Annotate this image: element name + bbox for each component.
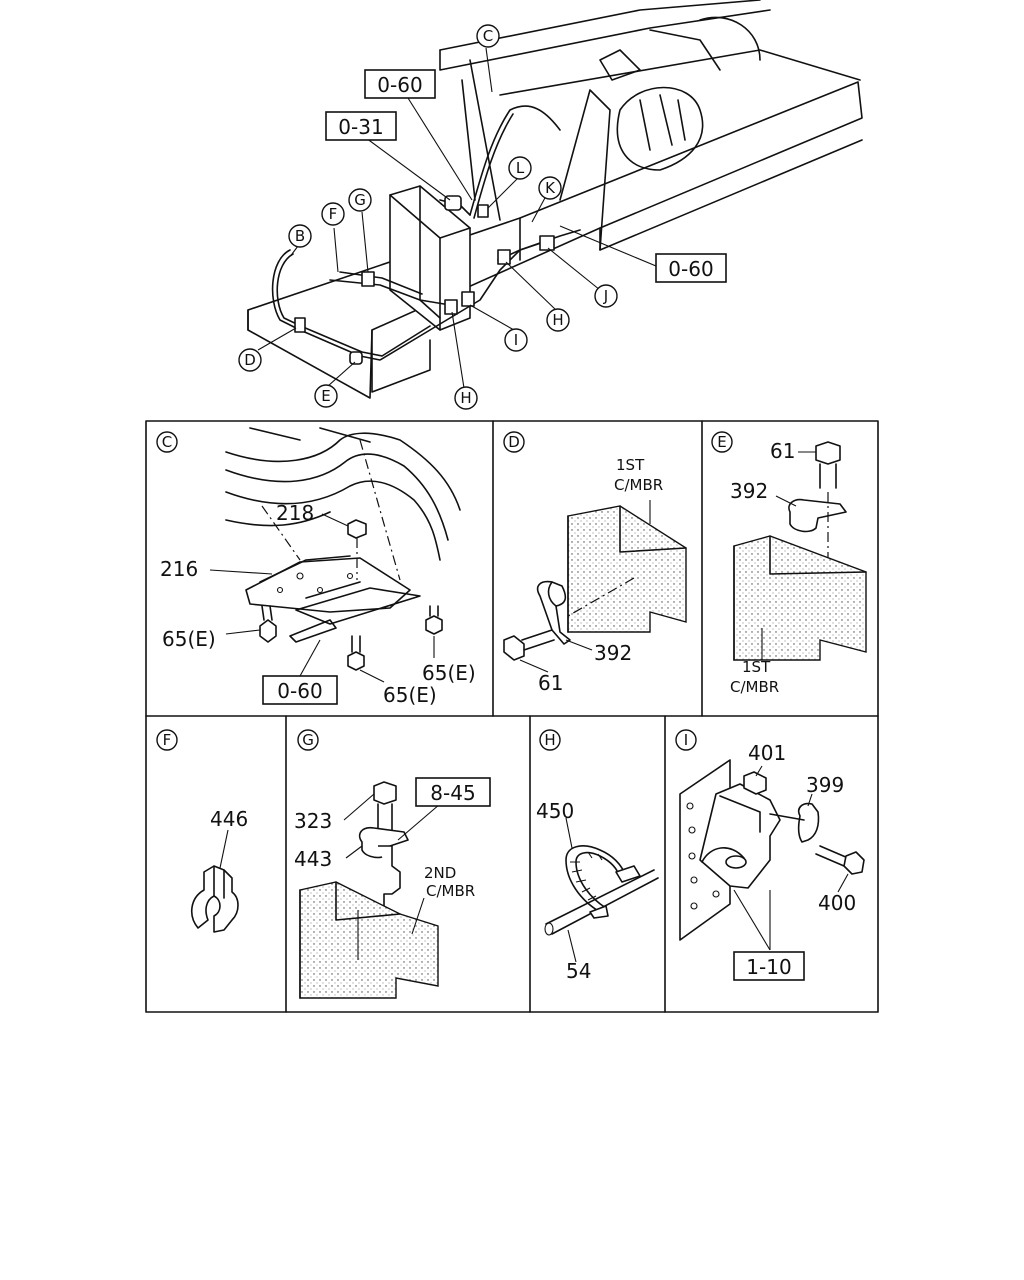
callout-e: E [314, 384, 338, 408]
svg-text:K: K [545, 179, 556, 197]
part-54-label: 54 [566, 959, 591, 983]
svg-text:0-60: 0-60 [668, 257, 713, 281]
svg-text:0-60: 0-60 [377, 73, 422, 97]
member-1st-label: 1ST [616, 456, 645, 474]
ref-box-0-60-right: 0-60 [655, 253, 727, 283]
svg-text:G: G [354, 191, 366, 209]
part-392-label: 392 [730, 479, 768, 503]
part-61-label: 61 [770, 439, 795, 463]
callout-d: D [238, 348, 262, 372]
detail-panel-e: E 61 392 1ST C/MBR [711, 431, 867, 696]
part-400-label: 400 [818, 891, 856, 915]
member-cmbr-label: C/MBR [426, 882, 475, 900]
part-323-label: 323 [294, 809, 332, 833]
part-218-label: 218 [276, 501, 314, 525]
svg-text:H: H [460, 389, 471, 407]
ref-box-0-60-top: 0-60 [364, 69, 436, 99]
svg-text:F: F [329, 205, 338, 223]
panel-e-tag: E [711, 431, 733, 453]
part-216-label: 216 [160, 557, 198, 581]
detail-panel-c: C 218 2 [156, 427, 476, 707]
member-1st-label: 1ST [742, 658, 771, 676]
callout-g: G [348, 188, 372, 212]
callout-c: C [476, 24, 500, 48]
callout-k: K [538, 176, 562, 200]
member-2nd-label: 2ND [424, 864, 456, 882]
panel-h-tag: H [539, 729, 561, 751]
part-450-label: 450 [536, 799, 574, 823]
part-401-label: 401 [748, 741, 786, 765]
panel-c-ref-box: 0-60 [262, 675, 338, 705]
detail-panel-f: F 446 [156, 729, 248, 933]
overview-leaders [257, 47, 657, 389]
svg-text:I: I [514, 331, 518, 349]
svg-text:D: D [508, 433, 520, 451]
callout-f: F [321, 202, 345, 226]
svg-text:B: B [295, 227, 305, 245]
svg-text:C: C [483, 27, 493, 45]
callout-j: J [594, 284, 618, 308]
panel-d-tag: D [503, 431, 525, 453]
panel-g-ref-box: 8-45 [415, 777, 491, 807]
svg-text:C: C [162, 433, 172, 451]
svg-text:H: H [544, 731, 555, 749]
svg-text:H: H [552, 311, 563, 329]
part-392-label: 392 [594, 641, 632, 665]
part-399-label: 399 [806, 773, 844, 797]
svg-text:J: J [603, 287, 608, 305]
part-65e-right-label: 65(E) [422, 661, 476, 685]
svg-text:F: F [163, 731, 172, 749]
part-65e-left-label: 65(E) [162, 627, 216, 651]
callout-h-right: H [546, 308, 570, 332]
callout-i: I [504, 328, 528, 352]
svg-text:L: L [516, 159, 525, 177]
detail-panel-d: D 1ST C/MBR 392 61 [503, 431, 687, 695]
part-65e-bottom-label: 65(E) [383, 683, 437, 707]
part-61-label: 61 [538, 671, 563, 695]
member-cmbr-label: C/MBR [614, 476, 663, 494]
air-tank-box [389, 185, 471, 331]
panel-i-tag: I [675, 729, 697, 751]
member-cmbr-label: C/MBR [730, 678, 779, 696]
panel-c-tag: C [156, 431, 178, 453]
transmission-assembly [599, 16, 761, 171]
pipe-clamps [294, 195, 555, 365]
svg-text:E: E [717, 433, 726, 451]
svg-text:E: E [321, 387, 330, 405]
part-446-label: 446 [210, 807, 248, 831]
part-443-label: 443 [294, 847, 332, 871]
svg-text:G: G [302, 731, 314, 749]
svg-text:D: D [244, 351, 256, 369]
svg-text:0-60: 0-60 [277, 679, 322, 703]
chassis-frame [247, 0, 863, 399]
callout-h-left: H [454, 386, 478, 410]
panel-i-ref-box: 1-10 [733, 951, 805, 981]
svg-text:8-45: 8-45 [430, 781, 475, 805]
detail-panel-i: I 401 399 400 1-10 [675, 729, 865, 981]
svg-text:0-31: 0-31 [338, 115, 383, 139]
panel-g-tag: G [297, 729, 319, 751]
detail-panel-grid [145, 420, 879, 1013]
callout-b: B [288, 224, 312, 248]
detail-panel-g: G 323 443 2ND C/MBR 8-45 [294, 729, 491, 999]
ref-box-0-31: 0-31 [325, 111, 397, 141]
panel-f-tag: F [156, 729, 178, 751]
detail-panel-h: H 450 54 [536, 729, 659, 983]
overview-illustration: 0-60 0-31 0-60 C L K B F G J H I H D E [238, 0, 863, 410]
callout-l: L [508, 156, 532, 180]
svg-text:I: I [684, 731, 688, 749]
svg-text:1-10: 1-10 [746, 955, 791, 979]
